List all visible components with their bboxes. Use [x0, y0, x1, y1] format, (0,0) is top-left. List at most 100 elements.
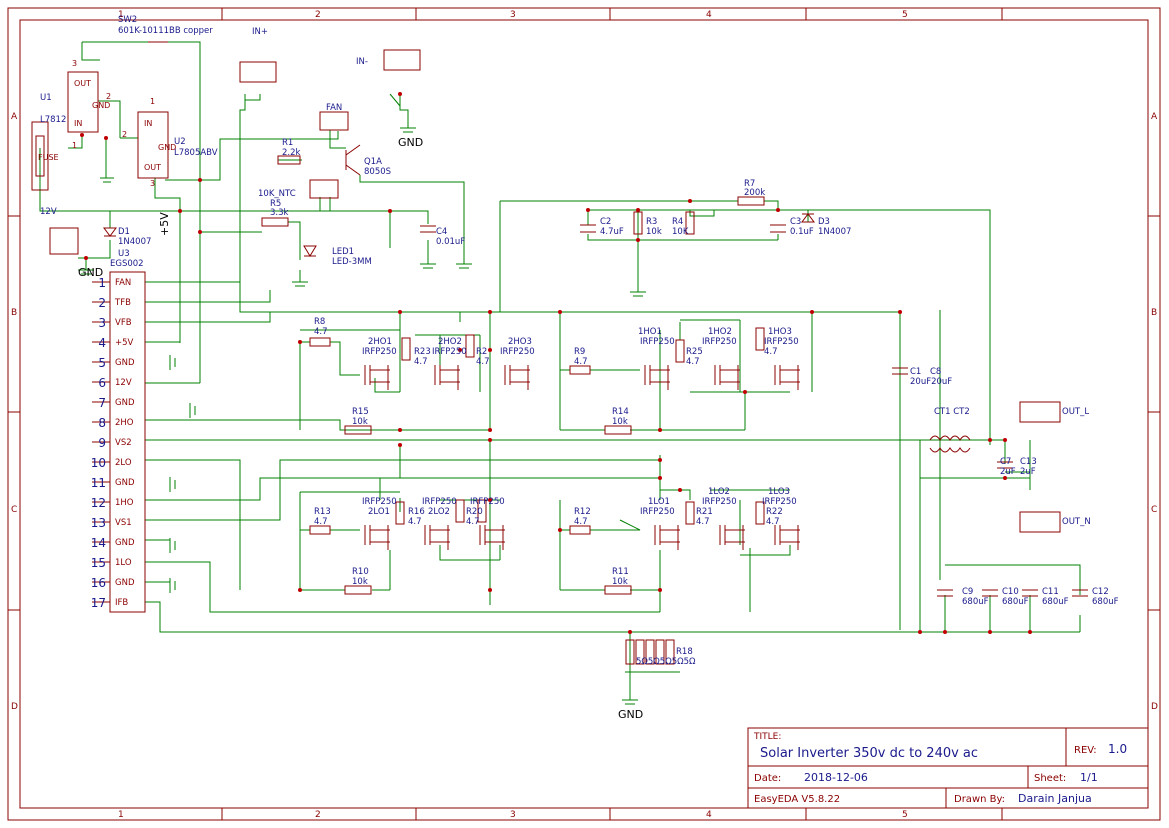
c12-label: C12	[1092, 587, 1109, 597]
col-5-bottom: 5	[902, 810, 908, 820]
ground-symbols	[78, 127, 646, 705]
r14-label: R14	[612, 407, 629, 417]
u1-label: U1	[40, 93, 52, 103]
r2-value: 4.7	[476, 357, 490, 367]
u3-pin-number: 6	[98, 376, 106, 390]
r25-value: 4.7	[686, 357, 700, 367]
u3-pin-name: TFB	[114, 298, 131, 308]
drawn-by-label: Drawn By:	[954, 794, 1005, 805]
sheet-frame	[7, 7, 1161, 821]
mosfet-1lo3	[774, 525, 800, 550]
d1-label: D1	[118, 227, 130, 237]
r1-body	[277, 155, 301, 165]
q2ho3-label: 2HO3	[508, 337, 532, 347]
u1-pin-num-2: 2	[106, 92, 111, 101]
q1lo3-value: IRFP250	[762, 497, 797, 507]
r21-value: 4.7	[696, 517, 710, 527]
u3-pin-number: 5	[98, 356, 106, 370]
u3-pin-number: 13	[91, 516, 106, 530]
component-labels: SW2 601K-10111BB copper U1 L7812 U2 L780…	[40, 15, 1119, 667]
q2ho2-label: 2HO2	[438, 337, 462, 347]
col-4-bottom: 4	[706, 810, 712, 820]
q2ho1-label: 2HO1	[368, 337, 392, 347]
c10-label: C10	[1002, 587, 1019, 597]
date-value: 2018-12-06	[804, 771, 868, 784]
r10-value: 10k	[352, 577, 368, 587]
regulator-pin-labels: OUT IN GND 3 1 2 IN OUT GND 1 3 2 FUSE	[38, 59, 176, 188]
u3-pin-number: 15	[91, 556, 106, 570]
r2-label: R2	[476, 347, 487, 357]
r3-value: 10k	[646, 227, 662, 237]
ntc-label: 10K_NTC	[258, 189, 296, 199]
r13-label: R13	[314, 507, 331, 517]
u3-pin-number: 3	[98, 316, 106, 330]
col-4-top: 4	[706, 10, 712, 20]
u1-pin-out: OUT	[74, 79, 91, 88]
r19-value: 4.7	[764, 347, 778, 357]
q1ho1-value: IRFP250	[640, 337, 675, 347]
c12-value: 680uF	[1092, 597, 1119, 607]
q1ho3-label: 1HO3	[768, 327, 792, 337]
c7-label: C7	[1000, 457, 1011, 467]
u3-pin-name: GND	[115, 538, 135, 548]
q1ho2-value: IRFP250	[702, 337, 737, 347]
gnd-led	[292, 281, 308, 287]
u3-pin-name: VFB	[115, 318, 132, 328]
q1ho1-label: 1HO1	[638, 327, 662, 337]
row-a-right: A	[1151, 112, 1158, 122]
12v-connector	[49, 227, 79, 255]
r4-value: 10K	[672, 227, 689, 237]
u2-pin-out: OUT	[144, 163, 161, 172]
frame-labels: 1 2 3 4 5 1 2 3 4 5 A B C D A B C D	[11, 10, 1158, 820]
r21-label: R21	[696, 507, 713, 517]
r20-value: 4.7	[466, 517, 480, 527]
r20-label: R20	[466, 507, 483, 517]
r7-label: R7	[744, 179, 755, 189]
mosfet-1ho2	[714, 365, 740, 390]
r25-label: R25	[686, 347, 703, 357]
in-minus-label: IN-	[356, 57, 368, 67]
fuse-holder	[31, 121, 49, 191]
q1lo2-label: 1LO2	[708, 487, 730, 497]
fuse-element	[35, 135, 45, 177]
gnd-q1	[456, 263, 472, 269]
u2-pin-num-1: 1	[150, 97, 155, 106]
u3-value: EGS002	[110, 259, 144, 269]
u3-pin-name: 2HO	[115, 418, 134, 428]
u3-pin-name: 2LO	[115, 458, 132, 468]
c2-label: C2	[600, 217, 611, 227]
c4-value: 0.01uF	[436, 237, 465, 247]
rev-value: 1.0	[1108, 742, 1127, 756]
col-2-top: 2	[315, 10, 321, 20]
q1-value: 8050S	[364, 167, 391, 177]
ntc-connector	[309, 179, 339, 199]
u3-pin-number: 12	[91, 496, 106, 510]
r7-value: 200k	[744, 188, 765, 198]
out-n-connector	[1019, 511, 1061, 533]
junctions	[80, 92, 1032, 634]
r9-label: R9	[574, 347, 585, 357]
u3-pin-number: 2	[98, 296, 106, 310]
q2ho3-value: IRFP250	[500, 347, 535, 357]
u2-body	[137, 111, 169, 179]
u1-pin-gnd: GND	[92, 101, 110, 110]
r8-label: R8	[314, 317, 325, 327]
mosfet-2ho3	[504, 365, 530, 390]
row-c-right: C	[1151, 505, 1157, 515]
col-1-bottom: 1	[118, 810, 124, 820]
u2-pin-num-2: 2	[122, 130, 127, 139]
in-minus-connector	[383, 49, 421, 71]
mosfet-1lo1	[654, 525, 680, 550]
q2lo2-value: IRFP250	[422, 497, 457, 507]
r1-label: R1	[282, 138, 293, 148]
q1ho2-label: 1HO2	[708, 327, 732, 337]
in-plus-connector	[239, 61, 277, 83]
sw2-label: SW2	[118, 15, 137, 25]
software-label: EasyEDA V5.8.22	[754, 794, 840, 805]
c4-label: C4	[436, 227, 447, 237]
fuse-label: FUSE	[38, 153, 59, 162]
col-1-top: 1	[118, 10, 124, 20]
mosfet-2lo2	[424, 525, 450, 550]
q2lo2-label: 2LO2	[428, 507, 450, 517]
